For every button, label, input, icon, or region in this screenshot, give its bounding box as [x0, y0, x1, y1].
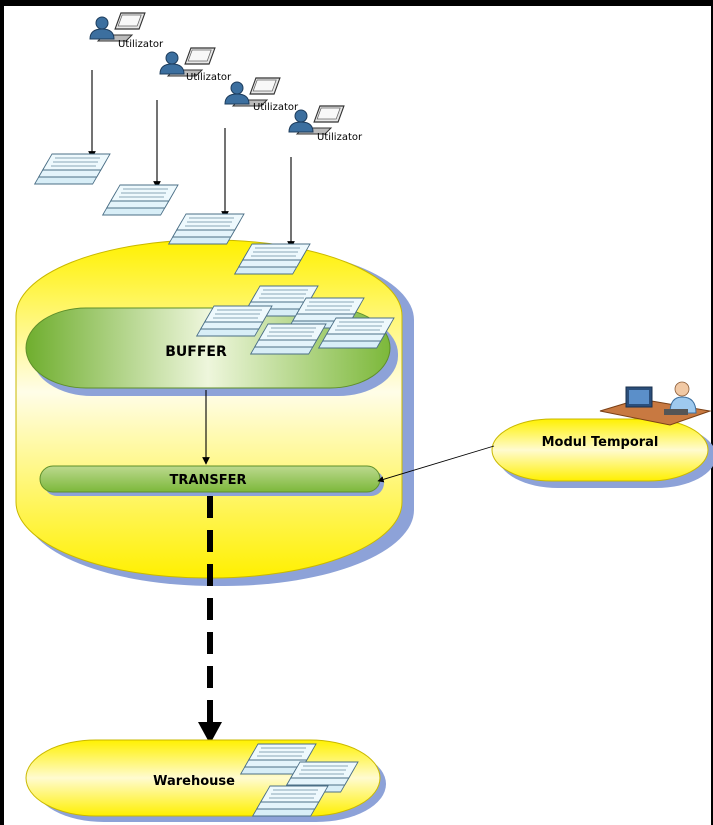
user-3: Utilizator: [224, 77, 299, 113]
document-stack-icon: [34, 153, 111, 185]
user-label: Utilizator: [317, 132, 363, 143]
buffer-container: [15, 239, 414, 586]
temporal-shape: [491, 418, 709, 482]
transfer-box: TRANSFER: [39, 465, 384, 496]
arrow-transfer-to-warehouse-head: [198, 722, 222, 744]
user-1: Utilizator: [89, 12, 164, 50]
document-stack-icon: [168, 213, 245, 245]
document-stack-icon: [102, 184, 179, 216]
arrow-temporal-to-transfer: [377, 445, 495, 483]
temporal-label: Modul Temporal: [542, 435, 659, 450]
user-2: Utilizator: [159, 47, 232, 83]
buffer-label: BUFFER: [165, 344, 227, 360]
user-label: Utilizator: [186, 72, 232, 83]
user-4: Utilizator: [288, 105, 363, 143]
user-laptop-icon: [89, 12, 146, 42]
user-arrows: [88, 70, 295, 249]
warehouse-label: Warehouse: [153, 774, 235, 789]
transfer-label: TRANSFER: [170, 473, 247, 488]
user-label: Utilizator: [118, 39, 164, 50]
container-body: [15, 239, 403, 579]
user-label: Utilizator: [253, 102, 299, 113]
temporal-module: Modul Temporal: [491, 381, 713, 488]
desk-worker-icon: [599, 381, 712, 426]
